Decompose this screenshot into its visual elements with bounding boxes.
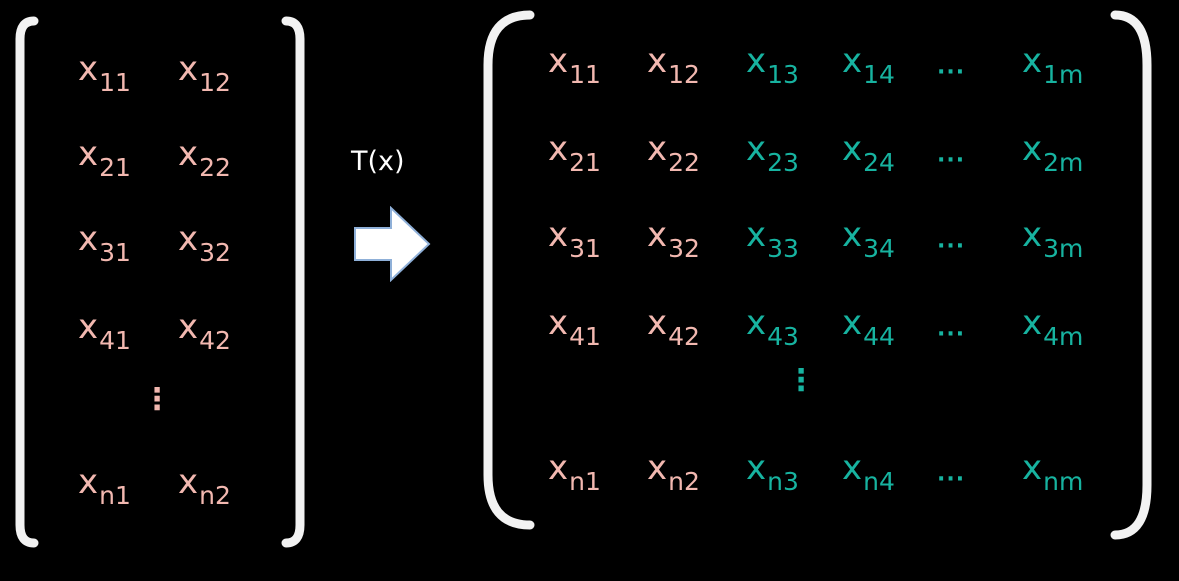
right-matrix-open-bracket (483, 10, 535, 530)
matrix-cell: x2m (1022, 129, 1084, 177)
matrix-cell: xn3 (746, 448, 799, 496)
left-matrix-open-bracket (15, 16, 39, 548)
matrix-cell: x34 (842, 215, 895, 263)
matrix-cell: x12 (178, 49, 231, 97)
matrix-cell: x31 (548, 215, 601, 263)
matrix-cell: x22 (178, 134, 231, 182)
matrix-cell: x23 (746, 129, 799, 177)
matrix-cell: x41 (548, 303, 601, 351)
matrix-cell: xn1 (78, 462, 131, 510)
row-ellipsis: ··· (937, 148, 966, 173)
matrix-cell: xn1 (548, 448, 601, 496)
right-matrix-close-bracket (1110, 10, 1152, 540)
matrix-cell: xnm (1022, 448, 1084, 496)
matrix-cell: x14 (842, 41, 895, 89)
matrix-cell: xn2 (178, 462, 231, 510)
transform-label: T(x) (351, 146, 405, 177)
right-arrow-icon (354, 206, 431, 282)
matrix-cell: xn4 (842, 448, 895, 496)
matrix-cell: x31 (78, 219, 131, 267)
matrix-cell: x21 (78, 134, 131, 182)
matrix-cell: x22 (647, 129, 700, 177)
matrix-cell: x11 (548, 41, 601, 89)
matrix-cell: x3m (1022, 215, 1084, 263)
row-ellipsis: ··· (937, 322, 966, 347)
matrix-cell: x32 (647, 215, 700, 263)
matrix-cell: x1m (1022, 41, 1084, 89)
matrix-cell: x42 (647, 303, 700, 351)
matrix-cell: x43 (746, 303, 799, 351)
matrix-cell: xn2 (647, 448, 700, 496)
matrix-cell: x42 (178, 307, 231, 355)
matrix-cell: x41 (78, 307, 131, 355)
matrix-cell: x33 (746, 215, 799, 263)
matrix-cell: x24 (842, 129, 895, 177)
vertical-ellipsis: ⋮ (142, 382, 172, 417)
matrix-cell: x12 (647, 41, 700, 89)
matrix-cell: x4m (1022, 303, 1084, 351)
vertical-ellipsis: ⋮ (786, 363, 816, 398)
matrix-cell: x32 (178, 219, 231, 267)
left-matrix-close-bracket (281, 16, 305, 548)
row-ellipsis: ··· (937, 234, 966, 259)
matrix-cell: x21 (548, 129, 601, 177)
matrix-cell: x11 (78, 49, 131, 97)
row-ellipsis: ··· (937, 467, 966, 492)
matrix-cell: x13 (746, 41, 799, 89)
row-ellipsis: ··· (937, 60, 966, 85)
matrix-cell: x44 (842, 303, 895, 351)
